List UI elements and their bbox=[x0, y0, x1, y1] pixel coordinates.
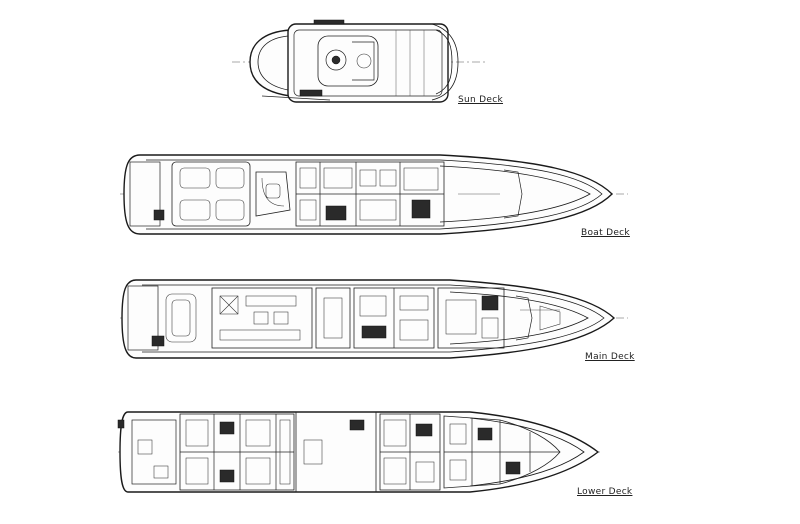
boat-deck-label: Boat Deck bbox=[581, 228, 630, 238]
lower-deck-plan bbox=[117, 411, 600, 493]
main-deck-plan bbox=[120, 279, 628, 359]
sun-deck-label: Sun Deck bbox=[458, 95, 504, 105]
lower-deck-label: Lower Deck bbox=[577, 487, 633, 497]
sun-deck-plan bbox=[232, 19, 486, 103]
boat-deck-plan bbox=[120, 154, 628, 235]
main-deck-label: Main Deck bbox=[585, 352, 635, 362]
